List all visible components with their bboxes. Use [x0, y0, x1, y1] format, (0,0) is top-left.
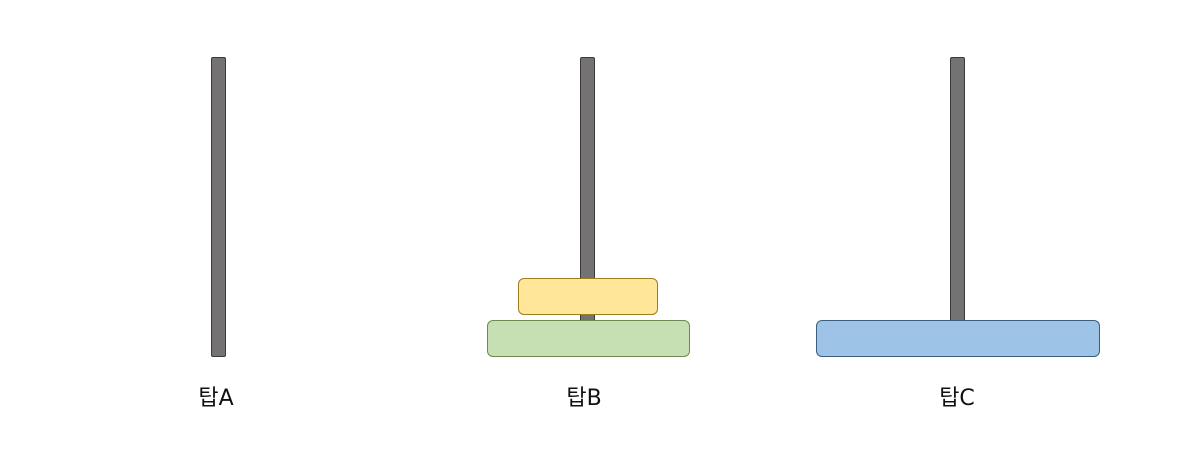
tower-b-label: 탑B [566, 386, 602, 411]
tower-b-small-disk [518, 278, 658, 315]
tower-c-peg [950, 57, 965, 357]
tower-c-large-disk [816, 320, 1100, 357]
tower-a-label: 탑A [198, 386, 234, 411]
tower-b-medium-disk [487, 320, 690, 357]
tower-a-peg [211, 57, 226, 357]
tower-c-label: 탑C [939, 386, 975, 411]
